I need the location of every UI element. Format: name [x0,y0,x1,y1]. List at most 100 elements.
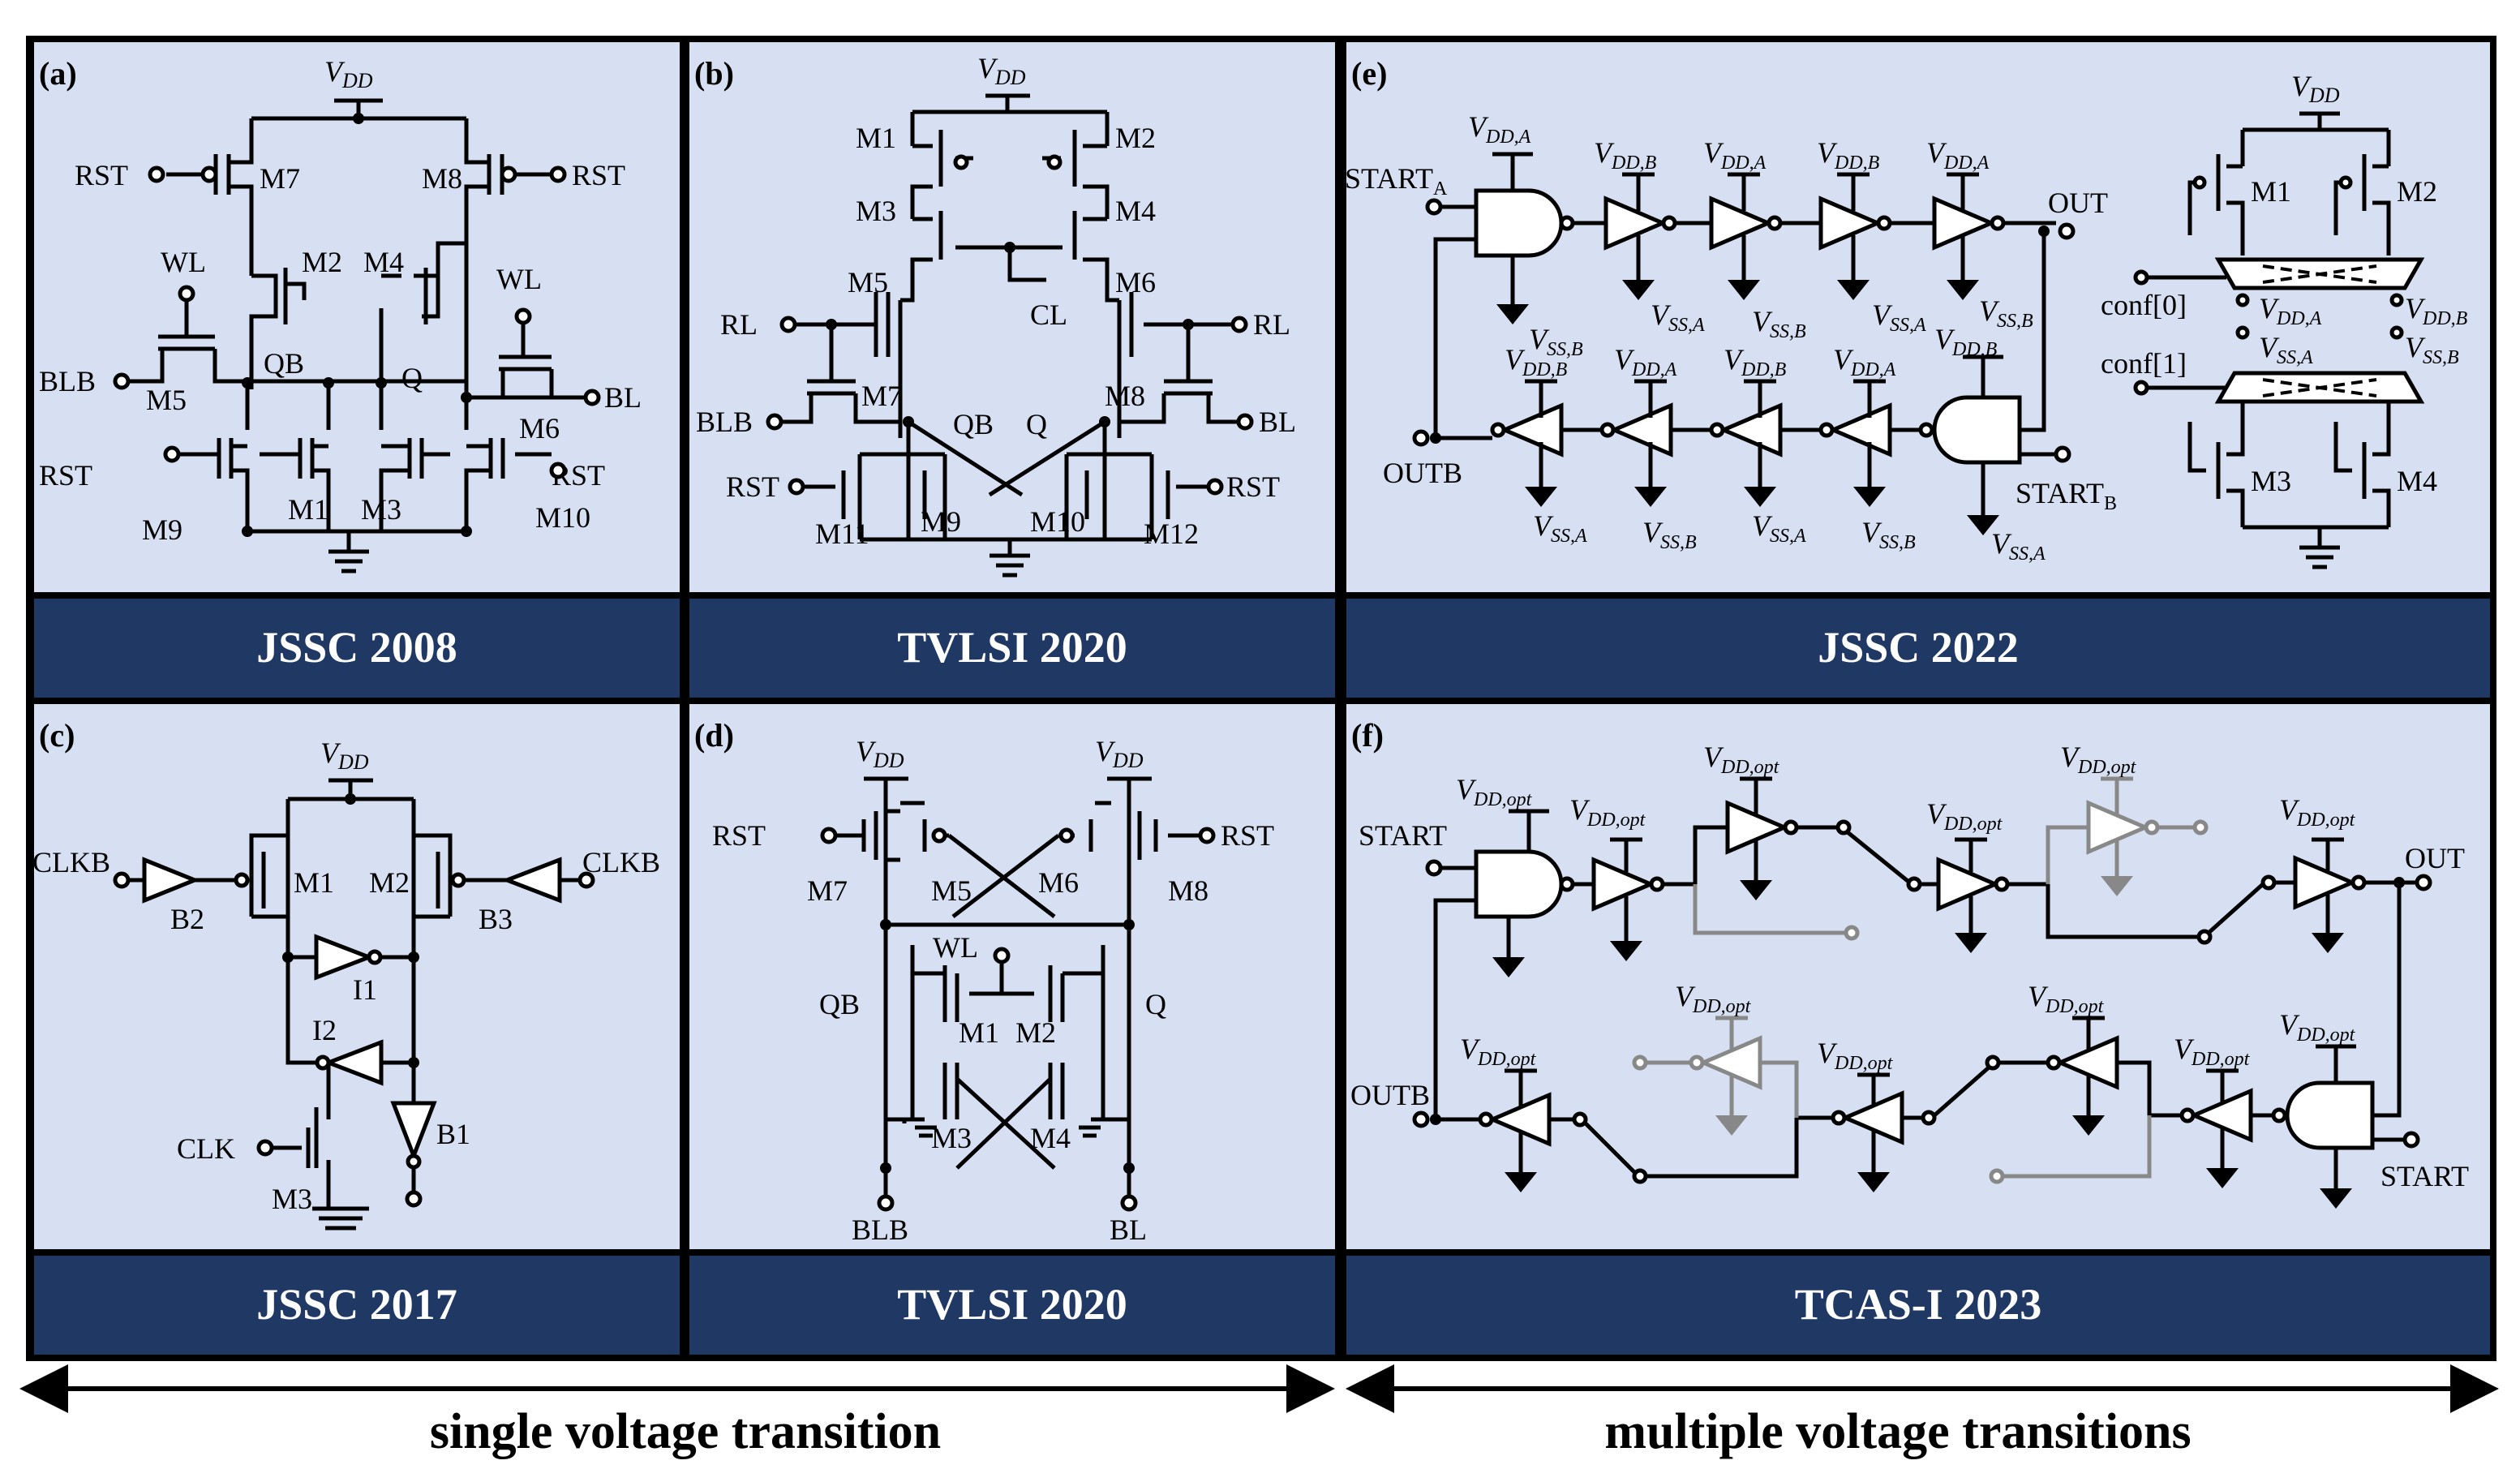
venue-b: TVLSI 2020 [897,623,1127,672]
venue-e: JSSC 2022 [1818,623,2019,672]
title-bar-f [1346,1256,2490,1355]
svg-text:VDD,opt: VDD,opt [1460,1033,1537,1070]
q-label-a: Q [401,362,423,394]
rst-label-d1: RST [712,819,766,852]
multiple-transition-label: multiple voltage transitions [1604,1404,2191,1459]
svg-text:VSS,B: VSS,B [2405,331,2459,368]
panel-backgrounds [34,42,2490,1249]
m2-label-e: M2 [2397,175,2437,208]
circuit-d-level-shifter-sram: VDD VDD RST RST M7 M5 M6 M8 WL QB Q M1 M… [712,735,1274,1246]
i1-label: I1 [353,973,377,1006]
m10-label-a: M10 [535,501,590,534]
title-bar-b [689,599,1335,698]
rst-label-a2: RST [572,159,625,191]
m9-label: M9 [142,513,182,546]
bottom-annotations: single voltage transition multiple volta… [19,1364,2499,1459]
blb-label-a: BLB [39,365,96,397]
out-label-e: OUT [2048,187,2108,219]
svg-text:VDD,A: VDD,A [2259,292,2322,329]
wl-label-a2: WL [496,263,542,295]
venue-d: TVLSI 2020 [897,1280,1127,1329]
m1-label-b: M1 [856,122,896,154]
svg-text:VDD,B: VDD,B [2405,292,2468,329]
b1-label: B1 [436,1118,470,1150]
circuit-f-reconfigurable-ring: START VDD,opt VDD,opt VDD,opt VDD,opt [1350,741,2469,1209]
rl-label-b2: RL [1253,308,1290,341]
qb-label-a: QB [264,347,304,380]
circuit-a-level-shifter-sram: VDD RST M7 RST M8 M2 M4 WL M5 BLB [39,55,642,573]
m5-label-d: M5 [931,874,972,907]
m1-label-a: M1 [288,493,328,526]
panel-tag-e: (e) [1351,55,1387,92]
rl-label-b1: RL [720,308,758,341]
startb-label: STARTB [2016,477,2117,514]
svg-text:VDD,B: VDD,B [1934,323,1998,360]
svg-text:VDD,opt: VDD,opt [2060,741,2137,778]
m9-label-b: M9 [921,505,961,538]
svg-text:VDD,A: VDD,A [1703,136,1767,174]
single-transition-label: single voltage transition [430,1404,941,1459]
svg-text:VDD: VDD [977,52,1026,89]
blb-label-d: BLB [852,1213,908,1246]
b3-label: B3 [479,903,513,935]
m4-label-d: M4 [1030,1122,1071,1154]
circuit-c-level-shifter: VDD M1 M2 CLKB B2 CLKB B3 I1 I2 [32,737,660,1231]
svg-text:VSS,B: VSS,B [1752,305,1806,342]
svg-text:VDD,B: VDD,B [1724,343,1787,380]
svg-text:VDD,opt: VDD,opt [1817,1037,1894,1074]
m7-label-b: M7 [861,380,902,412]
panel-a-bg [34,42,680,592]
start-label-f1: START [1359,819,1447,852]
svg-text:VDD,opt: VDD,opt [1675,980,1752,1017]
svg-text:VDD,opt: VDD,opt [2028,980,2105,1017]
svg-text:VDD: VDD [856,735,904,772]
svg-text:VDD,opt: VDD,opt [2279,793,2356,831]
title-bar-d [689,1256,1335,1355]
b2-label: B2 [170,903,204,935]
title-bar-e [1346,599,2490,698]
starta-label: STARTA [1345,162,1448,200]
svg-text:VDD: VDD [324,55,373,92]
m5-label-a: M5 [146,384,187,416]
m2-label-c: M2 [369,866,410,899]
svg-text:VSS,A: VSS,A [1533,509,1587,547]
m2-label-b: M2 [1115,122,1156,154]
svg-text:VSS,B: VSS,B [1861,516,1916,553]
conf1-label: conf[1] [2101,347,2187,380]
svg-text:VDD,A: VDD,A [1614,343,1677,380]
blb-label-b: BLB [696,406,753,438]
panel-d-bg [689,704,1335,1249]
m10-label-b: M10 [1030,505,1085,538]
svg-text:VDD,opt: VDD,opt [2279,1008,2356,1046]
rst-label-b1: RST [726,470,779,503]
title-bars: JSSC 2008 TVLSI 2020 JSSC 2022 JSSC 2017… [34,599,2490,1355]
panel-tag-c: (c) [39,717,75,754]
svg-text:VDD,B: VDD,B [1505,343,1568,380]
svg-text:VDD,B: VDD,B [1594,136,1657,174]
m3-label-e: M3 [2251,465,2291,497]
m1-label-e: M1 [2251,175,2291,208]
svg-text:VDD,A: VDD,A [1468,110,1531,148]
svg-text:VSS,B: VSS,B [1529,323,1583,360]
title-bar-a [34,599,680,698]
m7-label: M7 [260,162,300,195]
svg-text:VDD,opt: VDD,opt [1703,741,1780,778]
svg-text:VDD: VDD [2291,70,2340,107]
m8-label-b: M8 [1105,380,1145,412]
m4-label-e: M4 [2397,465,2437,497]
wl-label-a1: WL [161,246,206,278]
conf0-label: conf[0] [2101,289,2187,321]
venue-a: JSSC 2008 [256,623,457,672]
rst-label-d2: RST [1221,819,1274,852]
svg-text:VSS,A: VSS,A [2259,331,2313,368]
svg-text:VDD: VDD [1095,735,1144,772]
rst-label-a1: RST [75,159,128,191]
q-label-d: Q [1145,988,1166,1020]
m1-label-c: M1 [294,866,334,899]
svg-text:VDD: VDD [320,737,369,774]
svg-text:VDD,A: VDD,A [1926,136,1990,174]
panel-tag-f: (f) [1351,717,1384,754]
title-bar-c [34,1256,680,1355]
wl-label-d: WL [933,931,978,964]
